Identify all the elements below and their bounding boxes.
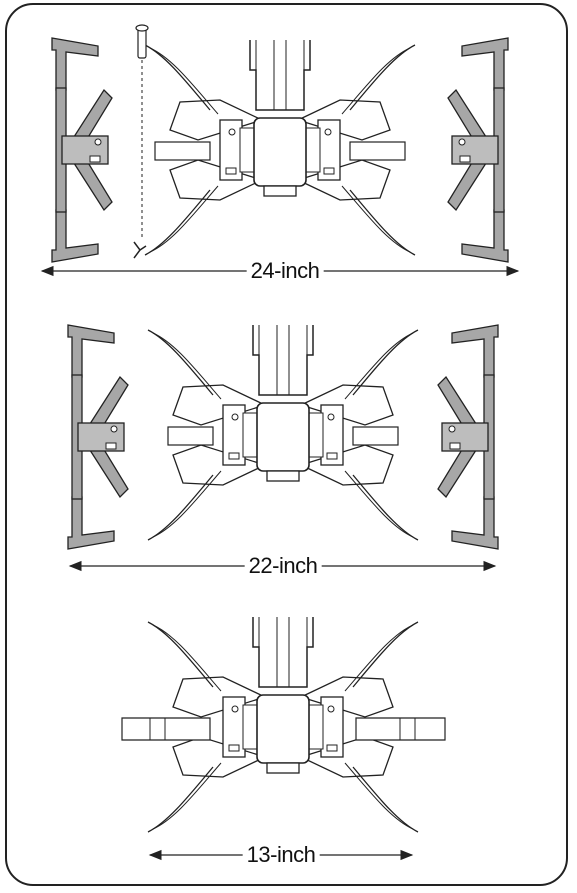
tine-assembly-22-inch xyxy=(67,324,499,550)
width-label-24-inch: 24-inch xyxy=(246,259,324,283)
width-label-13-inch: 13-inch xyxy=(242,843,320,867)
tine-assembly-24-inch xyxy=(51,24,509,263)
width-label-22-inch: 22-inch xyxy=(244,554,322,578)
hairpin-clip-icon xyxy=(133,241,147,259)
clevis-pin-icon xyxy=(135,24,149,240)
tine-assembly-13-inch xyxy=(121,616,446,833)
